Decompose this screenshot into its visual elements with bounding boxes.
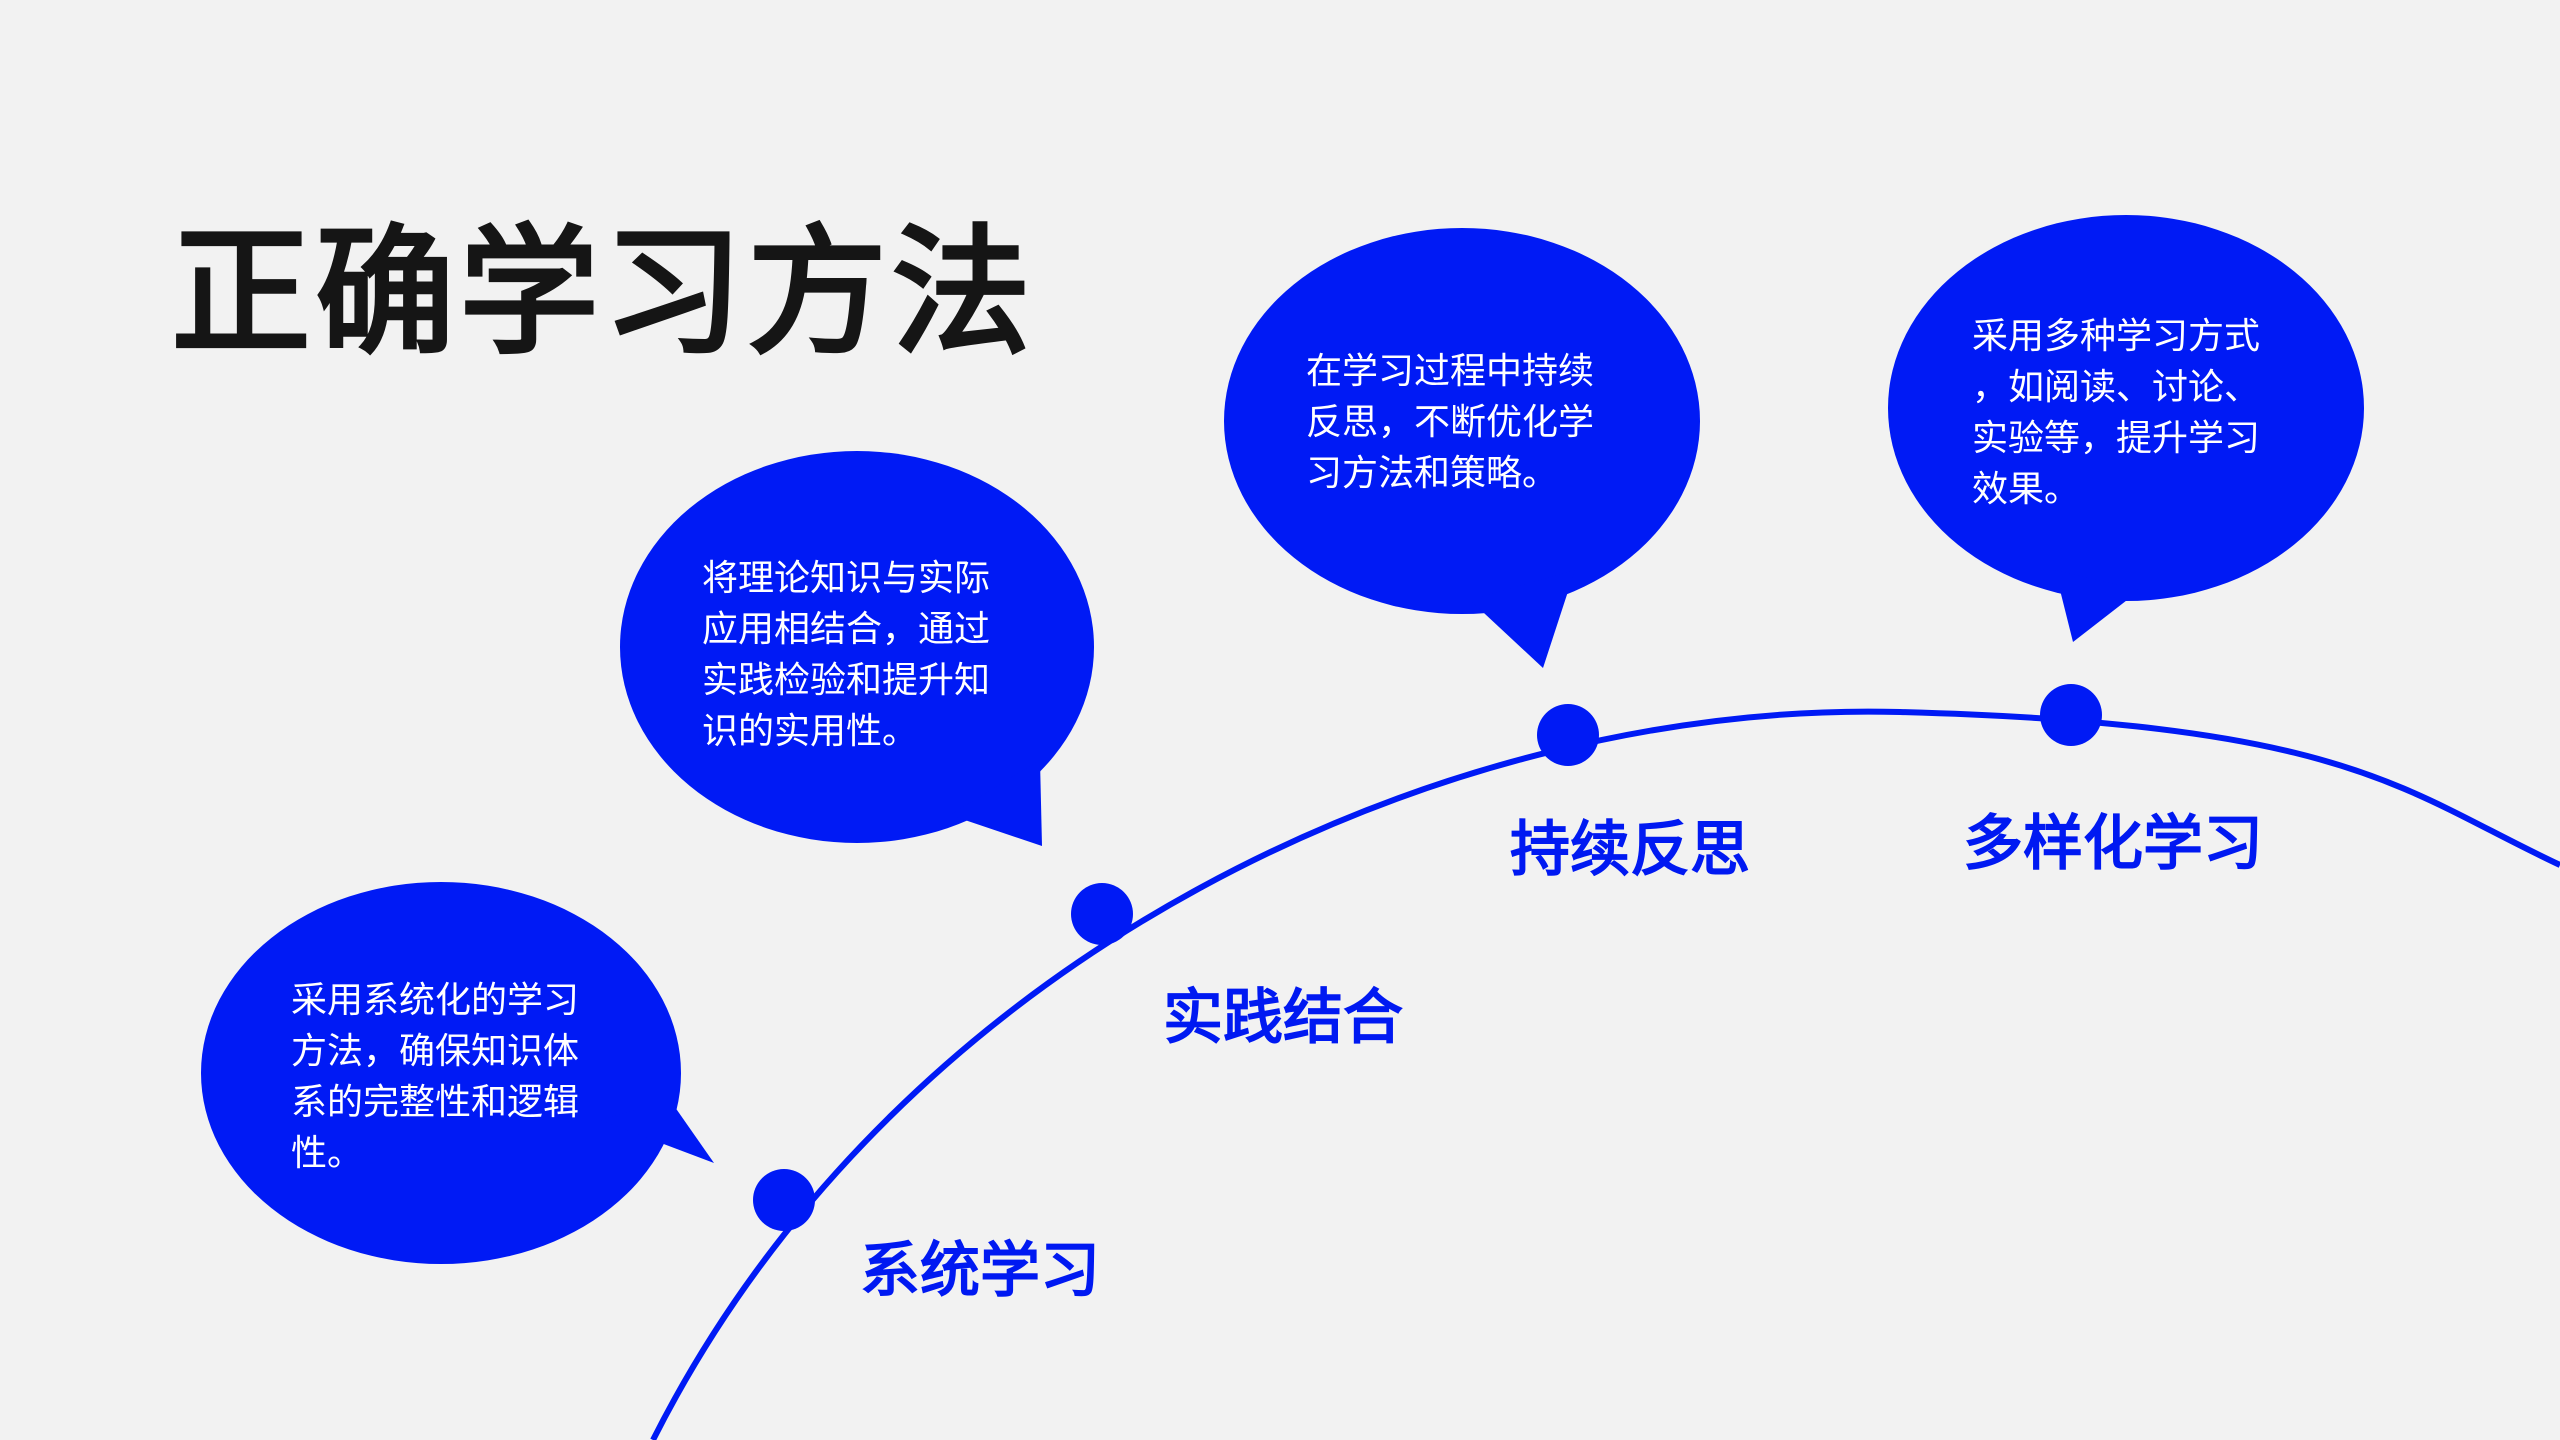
step-label-2: 实践结合: [1163, 983, 1403, 1053]
speech-bubble-3: [1224, 228, 1700, 668]
timeline-curve: [650, 708, 2560, 1440]
timeline-dot-4: [2040, 684, 2102, 746]
bubble-line: 反思，不断优化学: [1306, 402, 1595, 443]
step-label-1: 系统学习: [860, 1236, 1100, 1306]
bubble-line: 实验等，提升学习: [1972, 418, 2261, 459]
bubble-line: 采用系统化的学习: [291, 980, 580, 1021]
bubble-text-1: 采用系统化的学习 方法，确保知识体 系的完整性和逻辑 性。: [291, 975, 579, 1179]
bubble-text-2: 将理论知识与实际 应用相结合，通过 实践检验和提升知 识的实用性。: [702, 553, 990, 757]
bubble-line: 实践检验和提升知: [702, 660, 991, 701]
bubble-line: ，如阅读、讨论、: [1972, 367, 2261, 408]
step-label-4: 多样化学习: [1963, 809, 2263, 879]
page-title: 正确学习方法: [171, 212, 1036, 375]
bubble-line: 在学习过程中持续: [1306, 351, 1595, 392]
bubble-line: 性。: [291, 1133, 364, 1174]
timeline-dot-2: [1071, 883, 1133, 945]
bubble-line: 效果。: [1972, 469, 2081, 510]
bubble-line: 习方法和策略。: [1306, 453, 1559, 494]
timeline-dot-3: [1537, 704, 1599, 766]
bubble-line: 识的实用性。: [702, 711, 919, 752]
bubble-line: 将理论知识与实际: [702, 558, 991, 599]
bubble-line: 采用多种学习方式: [1972, 316, 2261, 357]
speech-bubble-4: [1888, 215, 2364, 642]
timeline-dot-1: [753, 1169, 815, 1231]
bubble-line: 应用相结合，通过: [702, 609, 991, 650]
bubble-text-3: 在学习过程中持续 反思，不断优化学 习方法和策略。: [1306, 346, 1594, 499]
step-label-3: 持续反思: [1510, 815, 1750, 885]
bubble-text-4: 采用多种学习方式 ，如阅读、讨论、 实验等，提升学习 效果。: [1972, 311, 2260, 515]
bubble-line: 系的完整性和逻辑: [291, 1082, 580, 1123]
speech-bubble-1: [201, 882, 714, 1264]
speech-bubble-2: [620, 451, 1094, 846]
bubble-line: 方法，确保知识体: [291, 1031, 580, 1072]
